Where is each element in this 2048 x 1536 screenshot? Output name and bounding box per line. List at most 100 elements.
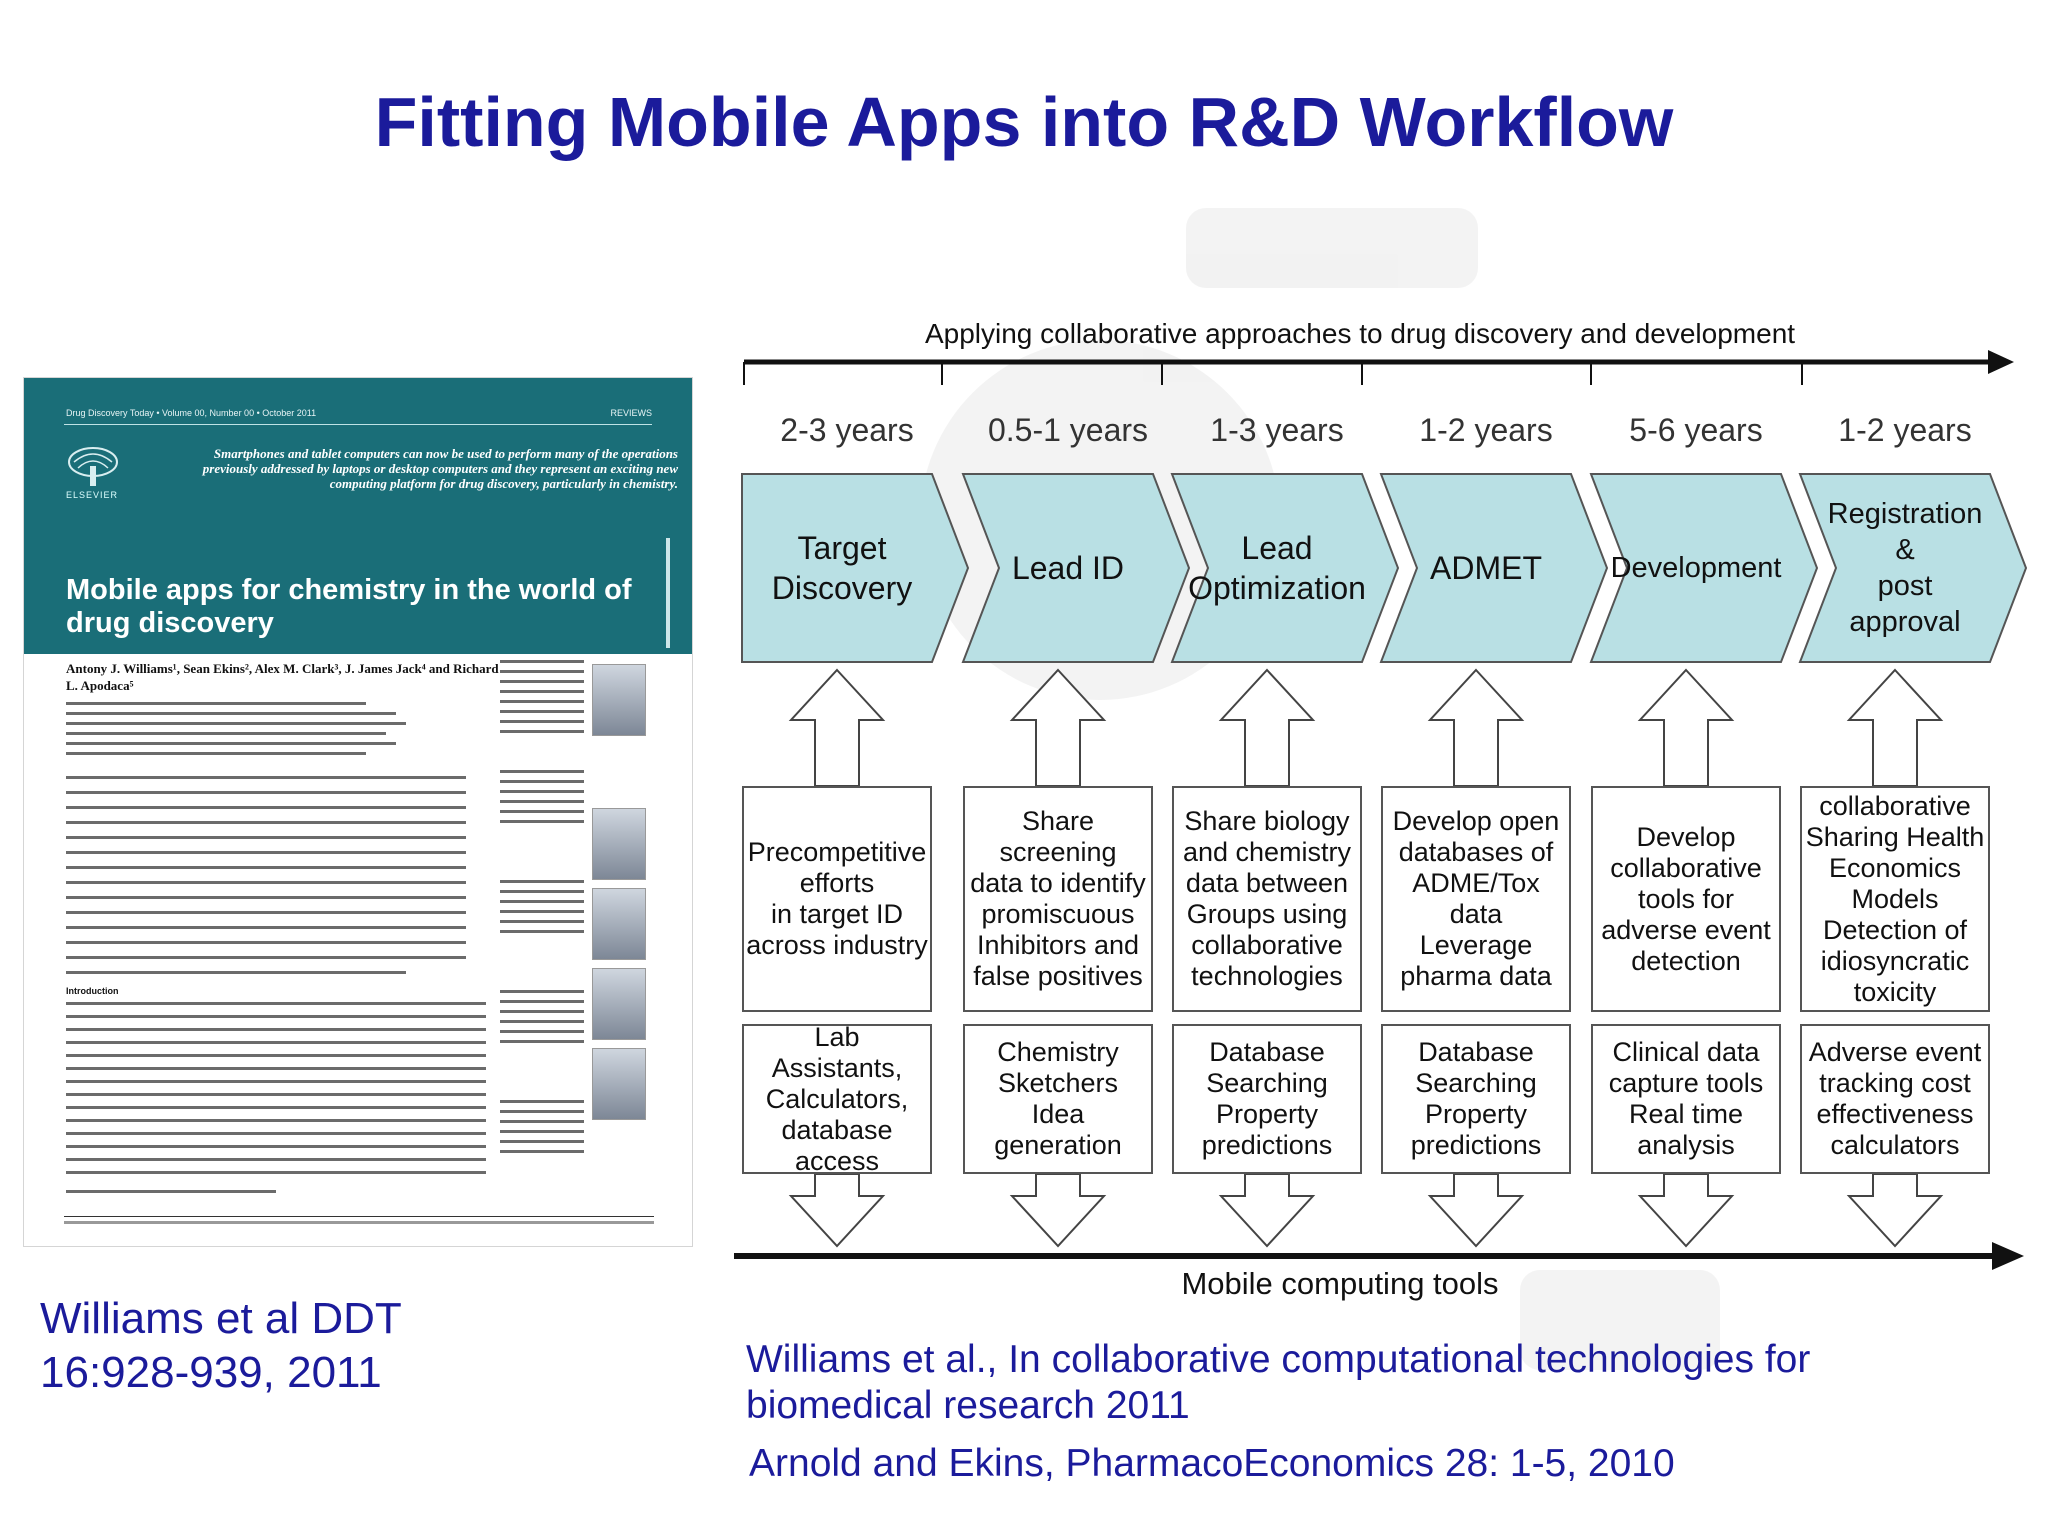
- mobile-tool-line: Clinical data: [1609, 1037, 1764, 1068]
- up-arrow: [1849, 670, 1941, 786]
- collaboration-line: data to identify: [970, 868, 1146, 899]
- collaboration-line: Models: [1806, 884, 1985, 915]
- down-arrow: [1221, 1174, 1313, 1246]
- mobile-tool-line: Chemistry: [965, 1037, 1151, 1068]
- collaboration-line: collaborative: [1806, 791, 1985, 822]
- down-arrow: [1012, 1174, 1104, 1246]
- collaboration-line: Develop open: [1383, 806, 1569, 837]
- collaboration-line: technologies: [1183, 961, 1351, 992]
- mobile-tool-line: Assistants,: [766, 1053, 909, 1084]
- collaboration-line: Groups using: [1183, 899, 1351, 930]
- collaboration-line: Detection of: [1806, 915, 1985, 946]
- mobile-tool-line: access: [766, 1146, 909, 1177]
- mobile-tool-line: Database: [1202, 1037, 1333, 1068]
- mobile-tool-box: DatabaseSearchingPropertypredictions: [1172, 1024, 1362, 1174]
- collaboration-line: Sharing Health: [1806, 822, 1985, 853]
- mobile-tool-line: Idea generation: [965, 1099, 1151, 1161]
- mobile-tool-line: tracking cost: [1809, 1068, 1982, 1099]
- mobile-tool-line: Property: [1411, 1099, 1542, 1130]
- stage-name-line: ADMET: [1430, 548, 1542, 588]
- mobile-tool-line: calculators: [1809, 1130, 1982, 1161]
- collaboration-line: Economics: [1806, 853, 1985, 884]
- collaboration-line: Leverage: [1383, 930, 1569, 961]
- stage-name-lines: Registration&postapproval: [1828, 496, 1983, 640]
- collaboration-lines: collaborativeSharing HealthEconomicsMode…: [1806, 791, 1985, 1008]
- timeline-label: Applying collaborative approaches to dru…: [740, 318, 1980, 350]
- stage-name-lines: Development: [1611, 548, 1782, 588]
- collaboration-line: collaborative: [1601, 853, 1771, 884]
- stage-name-line: approval: [1828, 604, 1983, 640]
- down-arrow: [1849, 1174, 1941, 1246]
- collaboration-line: Share: [970, 806, 1146, 837]
- stage-name-line: &: [1828, 532, 1983, 568]
- up-arrow: [1430, 670, 1522, 786]
- mobile-tool-line: Searching: [1202, 1068, 1333, 1099]
- collaboration-line: efforts: [746, 868, 928, 899]
- mobile-tools-label: Mobile computing tools: [1000, 1266, 1680, 1302]
- mobile-tool-line: Property: [1202, 1099, 1333, 1130]
- down-arrow: [1430, 1174, 1522, 1246]
- collaboration-line: and chemistry: [1183, 837, 1351, 868]
- collaboration-line: idiosyncratic: [1806, 946, 1985, 977]
- collaboration-box: Develop opendatabases ofADME/Tox dataLev…: [1381, 786, 1571, 1012]
- up-arrow: [791, 670, 883, 786]
- collaboration-line: data between: [1183, 868, 1351, 899]
- stage-name-line: Lead: [1188, 528, 1366, 568]
- collaboration-line: Develop: [1601, 822, 1771, 853]
- up-arrow: [1221, 670, 1313, 786]
- mobile-tool-lines: LabAssistants,Calculators,databaseaccess: [766, 1022, 909, 1177]
- mobile-tool-line: Database: [1411, 1037, 1542, 1068]
- collaboration-line: false positives: [970, 961, 1146, 992]
- collaboration-box: Developcollaborativetools foradverse eve…: [1591, 786, 1781, 1012]
- collaboration-lines: Develop opendatabases ofADME/Tox dataLev…: [1383, 806, 1569, 992]
- citation-line: Williams et al., In collaborative comput…: [746, 1338, 1810, 1382]
- collaboration-line: toxicity: [1806, 977, 1985, 1008]
- collaboration-line: Precompetitive: [746, 837, 928, 868]
- collaboration-line: across industry: [746, 930, 928, 961]
- stage-name-line: Optimization: [1188, 568, 1366, 608]
- down-arrow: [1640, 1174, 1732, 1246]
- stage-name-lines: Lead ID: [1012, 548, 1124, 588]
- collaboration-line: Share biology: [1183, 806, 1351, 837]
- collaboration-line: in target ID: [746, 899, 928, 930]
- collaboration-line: pharma data: [1383, 961, 1569, 992]
- mobile-tool-line: database: [766, 1115, 909, 1146]
- mobile-tool-line: Calculators,: [766, 1084, 909, 1115]
- stage-name: Lead ID: [973, 474, 1163, 662]
- mobile-tool-line: Lab: [766, 1022, 909, 1053]
- stage-duration: 2-3 years: [722, 412, 972, 449]
- collaboration-lines: Share biologyand chemistrydata betweenGr…: [1183, 806, 1351, 992]
- mobile-tool-line: Sketchers: [965, 1068, 1151, 1099]
- citation-line: Arnold and Ekins, PharmacoEconomics 28: …: [749, 1442, 1675, 1486]
- down-arrow: [791, 1174, 883, 1246]
- collaboration-line: Inhibitors and: [970, 930, 1146, 961]
- mobile-tool-line: Adverse event: [1809, 1037, 1982, 1068]
- mobile-tool-line: predictions: [1202, 1130, 1333, 1161]
- mobile-tool-line: predictions: [1411, 1130, 1542, 1161]
- stage-name-lines: ADMET: [1430, 548, 1542, 588]
- mobile-tool-line: capture tools: [1609, 1068, 1764, 1099]
- mobile-tool-line: Searching: [1411, 1068, 1542, 1099]
- collaboration-line: adverse event: [1601, 915, 1771, 946]
- collaboration-line: tools for: [1601, 884, 1771, 915]
- collaboration-line: ADME/Tox data: [1383, 868, 1569, 930]
- mobile-tool-line: Real time: [1609, 1099, 1764, 1130]
- citation-line: biomedical research 2011: [746, 1384, 1190, 1428]
- collaboration-line: collaborative: [1183, 930, 1351, 961]
